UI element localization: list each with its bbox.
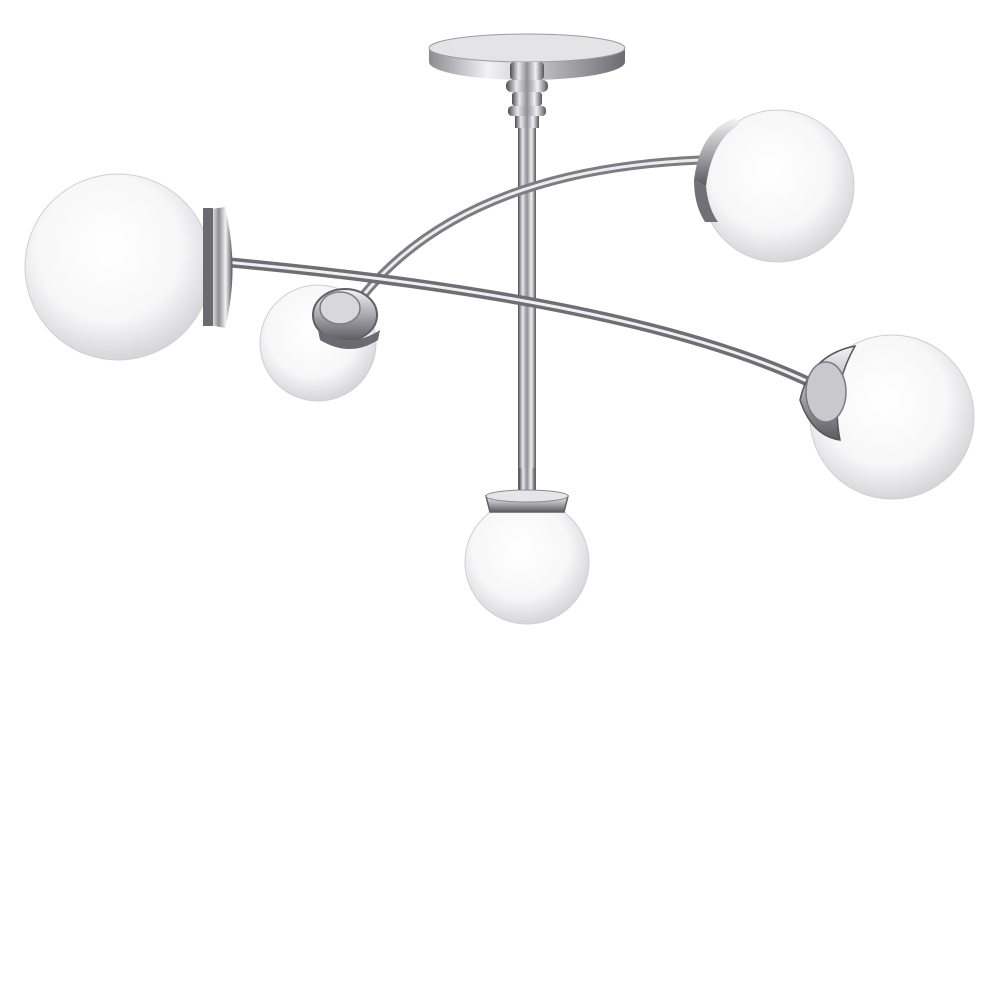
globe-bottom-center xyxy=(464,468,590,625)
globe-large-left xyxy=(24,173,233,361)
ceiling-canopy xyxy=(428,33,626,80)
center-stem xyxy=(506,62,548,490)
globe-top-right xyxy=(694,109,855,263)
globe-right xyxy=(799,334,975,500)
globe-small-left xyxy=(259,284,380,402)
